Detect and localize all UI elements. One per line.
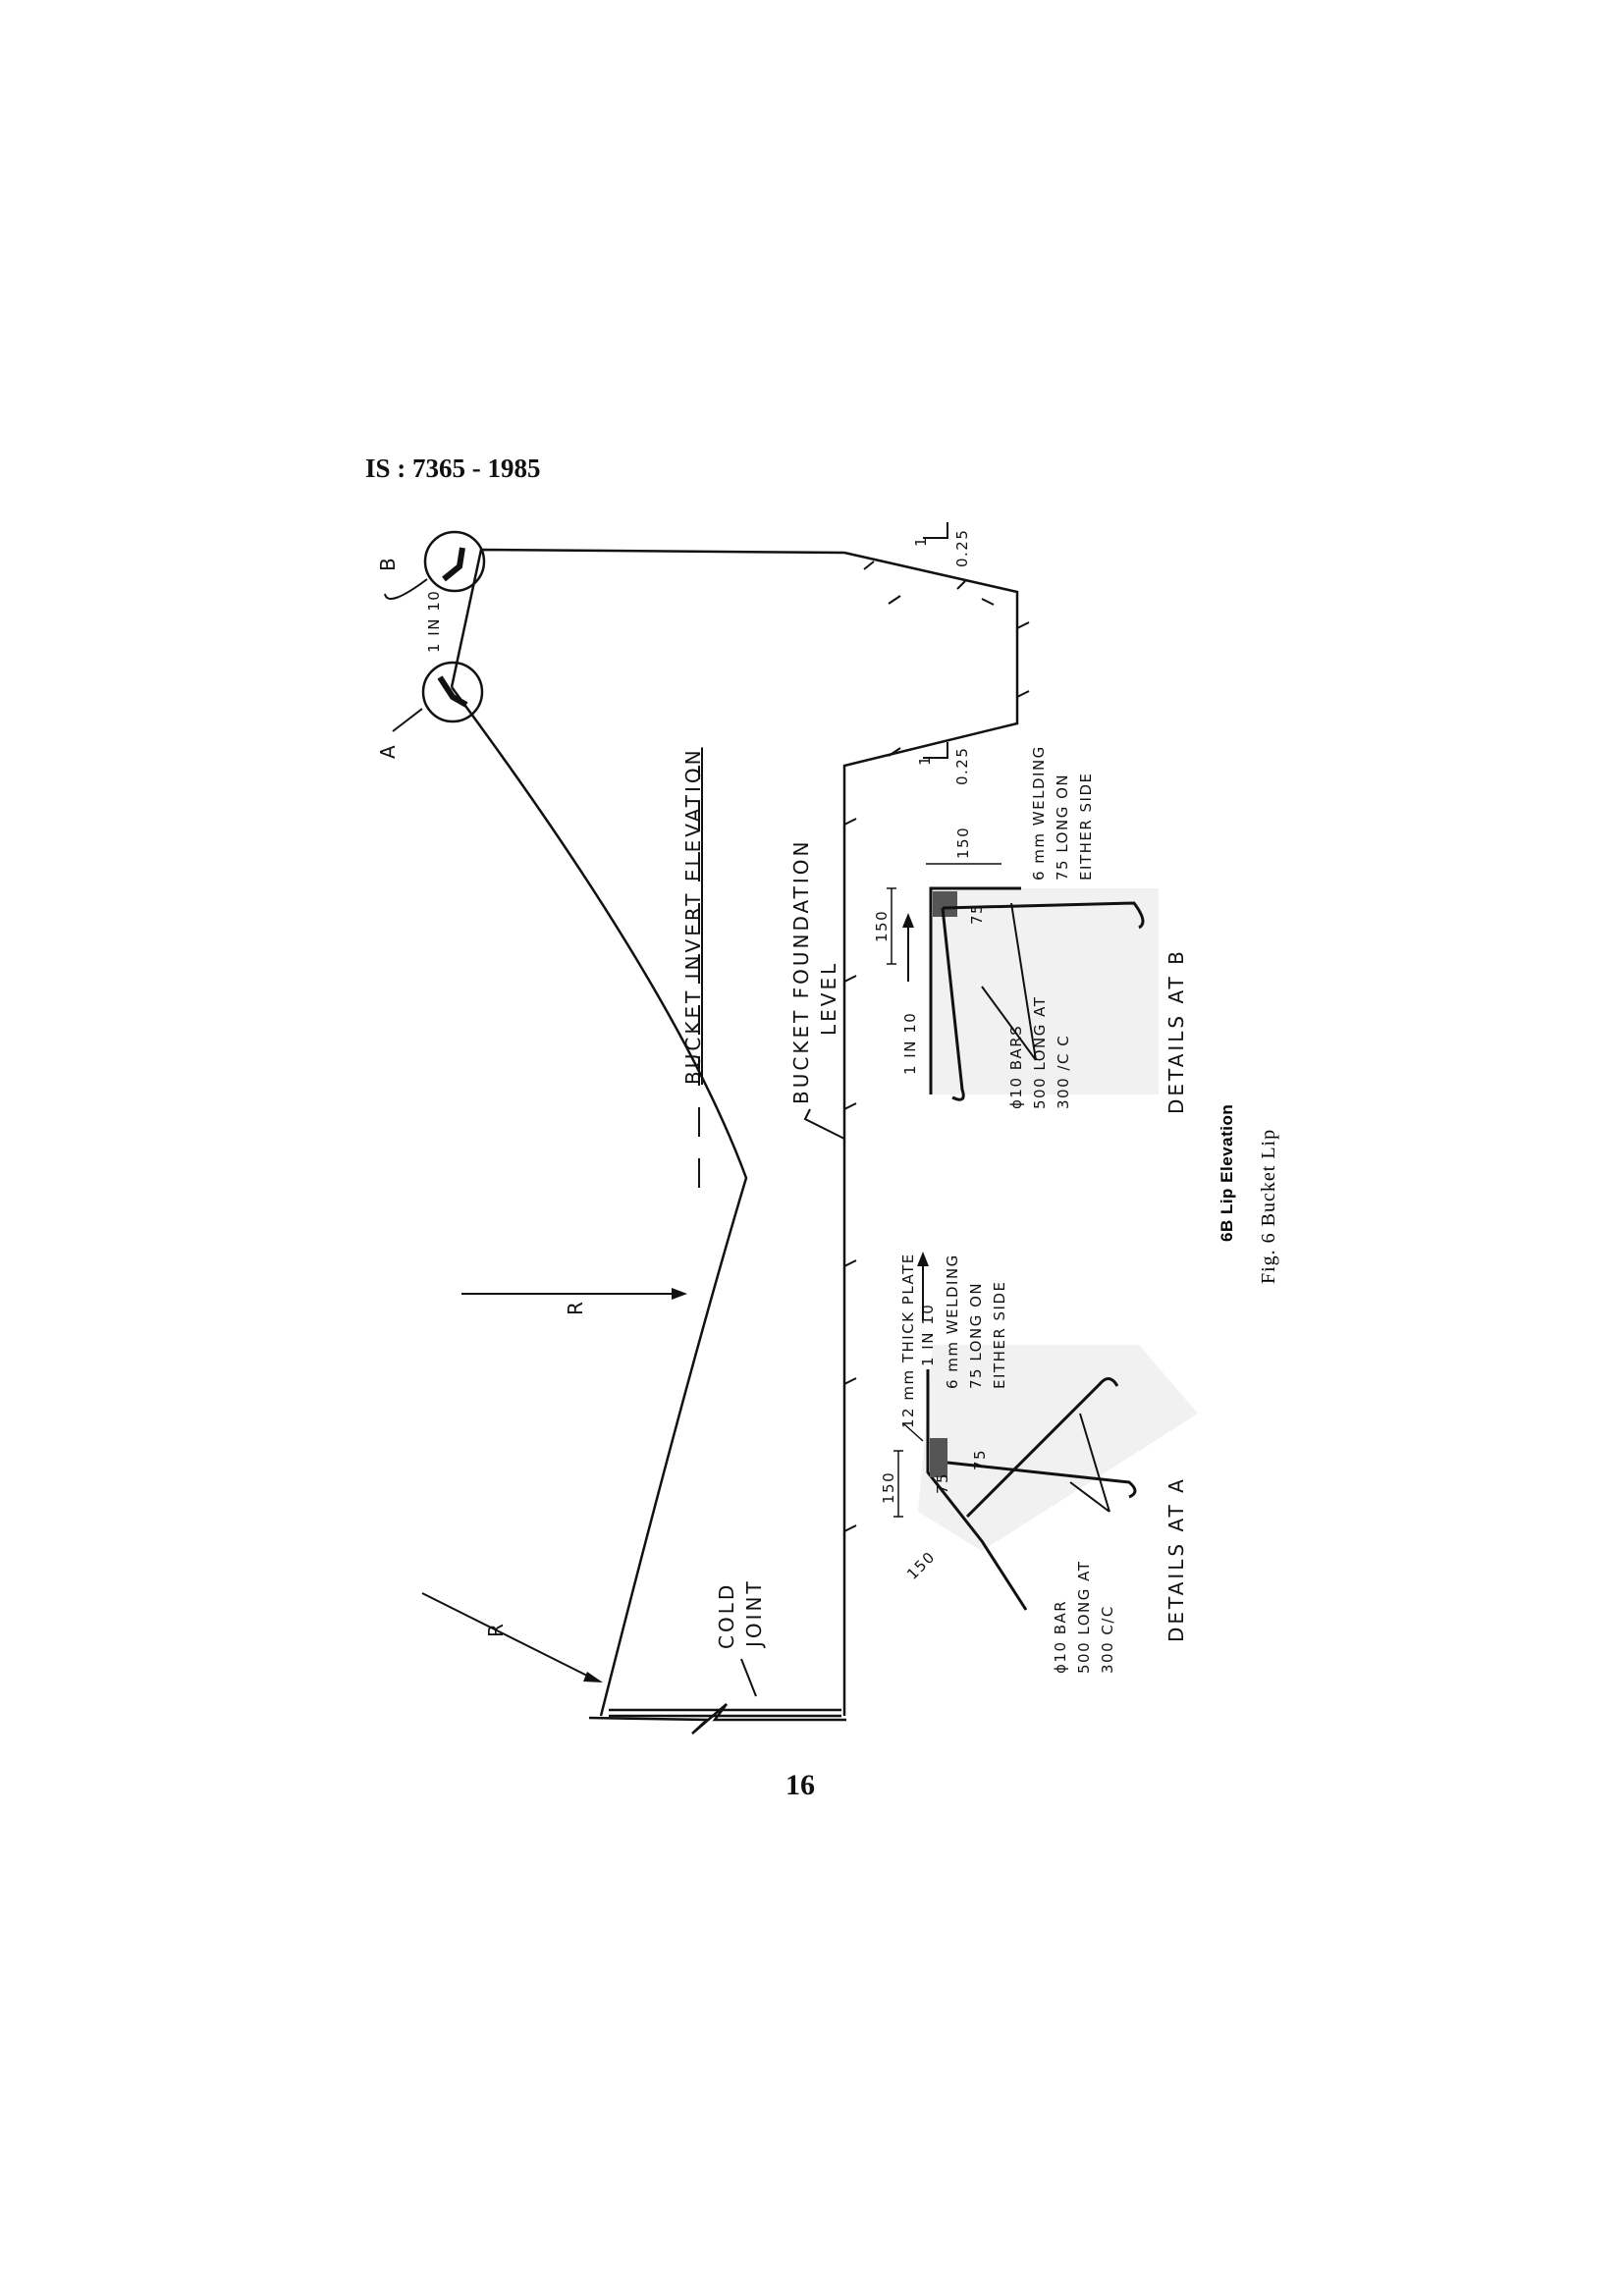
detail-a-welding-1: 6 mm WELDING bbox=[944, 1254, 961, 1389]
detail-b-dim-75: 75 bbox=[968, 903, 986, 925]
detail-b-bars-2: 500 LONG AT bbox=[1031, 996, 1049, 1109]
detail-b-concrete bbox=[931, 888, 1159, 1095]
detail-a-dim-75b: 75 bbox=[971, 1449, 989, 1470]
detail-b-title: DETAILS AT B bbox=[1164, 948, 1188, 1114]
figure-subtitle: 6B Lip Elevation bbox=[1217, 1104, 1236, 1242]
cold-joint-label-2: JOINT bbox=[742, 1578, 766, 1649]
detail-b-plate bbox=[929, 886, 1021, 1095]
foundation-label-1: BUCKET FOUNDATION bbox=[789, 839, 813, 1105]
batter-2-value: 0.25 bbox=[953, 747, 971, 785]
figure-caption: Fig. 6 Bucket Lip bbox=[1258, 1129, 1279, 1284]
detail-a-plate bbox=[926, 1369, 1028, 1611]
mark-a: A bbox=[376, 742, 400, 759]
detail-a-bars-2: 500 LONG AT bbox=[1075, 1561, 1093, 1674]
detail-b-bars-3: 300 /C C bbox=[1055, 1035, 1072, 1109]
detail-a-dim-75a: 75 bbox=[934, 1472, 951, 1494]
radius-label-1: R bbox=[564, 1299, 587, 1315]
batter-1-one: 1 bbox=[912, 536, 930, 547]
cold-joint-line bbox=[609, 1708, 841, 1718]
detail-b-dim-150b-label: 150 bbox=[954, 827, 972, 859]
detail-b-slope: 1 IN 10 bbox=[901, 1012, 919, 1075]
page-number: 16 bbox=[785, 1769, 815, 1801]
slope-lip-label: 1 IN 10 bbox=[425, 590, 443, 653]
mark-b: B bbox=[376, 555, 400, 571]
batter-mark-1 bbox=[923, 522, 948, 539]
detail-a-leader bbox=[1069, 1413, 1110, 1513]
detail-a-welding-3: EITHER SIDE bbox=[991, 1281, 1008, 1389]
detail-a-slope: 1 IN 10 bbox=[919, 1304, 937, 1366]
detail-b-dim-150a bbox=[887, 887, 896, 965]
bucket-invert-label: BUCKET INVERT ELEVATION bbox=[681, 747, 705, 1085]
detail-a-dim-150a-label: 150 bbox=[880, 1471, 897, 1504]
detail-a-welding-2: 75 LONG ON bbox=[967, 1282, 985, 1389]
detail-a-slope-arrowhead bbox=[917, 1252, 929, 1266]
detail-a-bar-2 bbox=[965, 1377, 1119, 1519]
detail-a-plate-leader bbox=[902, 1422, 924, 1442]
pointer-b bbox=[384, 578, 428, 600]
detail-a-plate-hatch bbox=[930, 1438, 947, 1477]
detail-b-welding-1: 6 mm WELDING bbox=[1030, 745, 1048, 881]
detail-a-title: DETAILS AT A bbox=[1164, 1476, 1188, 1642]
detail-a-plate-label: 12 mm THICK PLATE bbox=[899, 1253, 917, 1428]
cold-joint-label-1: COLD bbox=[715, 1582, 738, 1649]
detail-circle-a bbox=[421, 661, 484, 723]
detail-a: 12 mm THICK PLATE 1 IN 10 6 mm WELDING 7… bbox=[880, 1252, 1198, 1674]
batter-2-one: 1 bbox=[916, 755, 934, 766]
foundation-label-2: LEVEL bbox=[817, 961, 840, 1036]
detail-b-bar bbox=[941, 901, 1145, 1101]
batter-mark-2 bbox=[923, 742, 948, 759]
batter-1-value: 0.25 bbox=[953, 529, 971, 567]
pointer-a bbox=[392, 708, 423, 732]
detail-b-welding-3: EITHER SIDE bbox=[1077, 773, 1095, 881]
detail-b: 1 IN 10 150 150 75 6 mm WELDING 75 LONG … bbox=[873, 745, 1188, 1114]
detail-b-welding-2: 75 LONG ON bbox=[1054, 774, 1071, 881]
detail-b-plate-hatch bbox=[933, 891, 957, 917]
detail-lip-b bbox=[442, 547, 465, 582]
cold-joint-leader bbox=[740, 1658, 757, 1697]
detail-a-bars-1: ϕ10 BAR bbox=[1052, 1600, 1069, 1674]
detail-circle-b bbox=[423, 530, 486, 593]
radius-line-2 bbox=[421, 1592, 598, 1682]
detail-b-slope-arrowhead bbox=[902, 913, 914, 928]
foundation-leader bbox=[803, 1108, 845, 1140]
detail-b-bars-1: ϕ10 BARS bbox=[1007, 1025, 1025, 1109]
detail-a-dim-150b-label: 150 bbox=[903, 1548, 939, 1583]
radius-label-2: R bbox=[484, 1621, 508, 1637]
detail-a-bars-3: 300 C/C bbox=[1099, 1605, 1116, 1674]
detail-lip-a bbox=[437, 675, 468, 708]
ground-hatching bbox=[843, 561, 1030, 1532]
document-id: IS : 7365 - 1985 bbox=[365, 454, 541, 483]
detail-a-concrete bbox=[918, 1345, 1198, 1551]
detail-b-leader bbox=[981, 902, 1037, 1061]
radius-arrow-1 bbox=[672, 1288, 687, 1300]
detail-a-bar-1 bbox=[947, 1461, 1137, 1499]
detail-b-dim-150a-label: 150 bbox=[873, 910, 891, 942]
radius-arrow-2 bbox=[583, 1672, 603, 1682]
detail-a-dim-150a bbox=[893, 1450, 903, 1518]
